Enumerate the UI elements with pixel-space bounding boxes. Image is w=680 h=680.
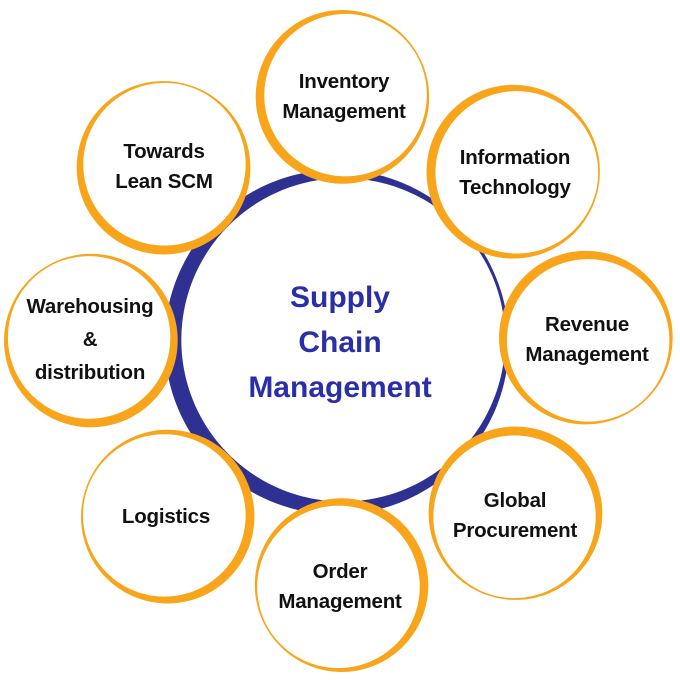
node-label-order-management: Order [313, 560, 368, 583]
node-label-warehousing-distribution: distribution [35, 361, 145, 384]
node-fill-revenue-management [503, 255, 671, 423]
node-label-warehousing-distribution: Warehousing [27, 295, 154, 318]
node-label-inventory-management: Inventory [299, 70, 390, 93]
node-label-towards-lean-scm: Towards [123, 140, 204, 163]
node-label-warehousing-distribution: & [83, 328, 98, 351]
node-label-global-procurement: Procurement [453, 519, 578, 542]
node-label-order-management: Management [278, 590, 402, 613]
node-fill-warehousing-distribution [6, 255, 174, 423]
node-fill-inventory-management [260, 12, 428, 180]
node-warehousing-distribution[interactable]: Warehousing & distribution [4, 253, 178, 428]
node-label-information-technology: Technology [459, 176, 571, 199]
node-label-revenue-management: Revenue [545, 313, 629, 336]
center-label-line: Management [248, 371, 431, 404]
center-label-line: Chain [298, 326, 381, 359]
satellite-nodes: InventoryManagementInformationTechnology… [4, 10, 673, 672]
node-fill-information-technology [431, 88, 599, 256]
node-label-towards-lean-scm: Lean SCM [115, 170, 213, 193]
node-logistics[interactable]: Logistics [81, 429, 255, 604]
node-label-logistics: Logistics [122, 505, 210, 528]
node-fill-order-management [256, 502, 424, 670]
node-label-revenue-management: Management [525, 343, 649, 366]
node-label-information-technology: Information [460, 146, 571, 169]
node-fill-global-procurement [431, 431, 599, 599]
node-label-inventory-management: Management [282, 100, 406, 123]
node-label-global-procurement: Global [484, 489, 547, 512]
node-fill-towards-lean-scm [80, 82, 248, 250]
node-fill-logistics [82, 432, 250, 600]
center-label-line: Supply [290, 281, 390, 314]
